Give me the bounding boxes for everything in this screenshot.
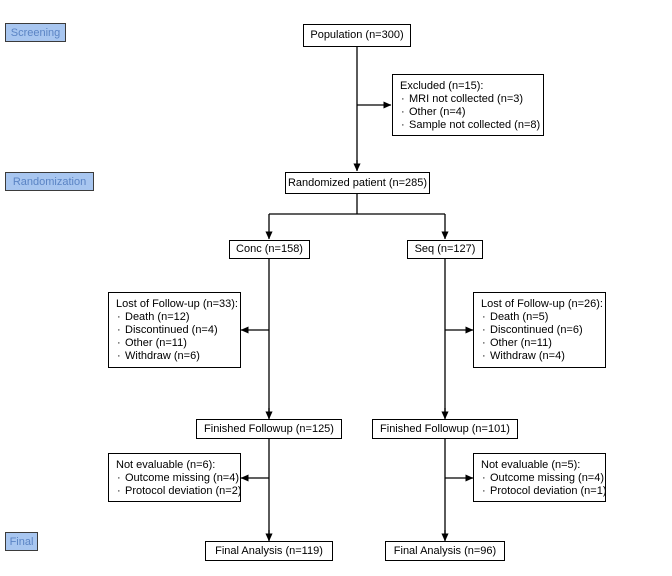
node-not-evaluable-seq-head: Not evaluable (n=5): <box>481 459 581 471</box>
node-lost-followup-seq-item-3: · Other (n=11) <box>481 337 599 350</box>
bullet-icon: · <box>482 485 486 497</box>
node-finished-followup-conc: Finished Followup (n=125) <box>196 419 342 439</box>
node-excluded-item-3: · Sample not collected (n=8) <box>400 119 541 132</box>
bullet-icon: · <box>482 311 486 323</box>
node-lost-followup-seq-item-2: · Discontinued (n=6) <box>481 324 599 337</box>
node-lost-followup-seq-head: Lost of Follow-up (n=26): <box>481 298 603 310</box>
node-excluded-item-1-text: MRI not collected (n=3) <box>409 93 524 105</box>
node-lost-followup-conc-item-1-text: Death (n=12) <box>125 311 190 323</box>
node-not-evaluable-conc-item-2-text: Protocol deviation (n=2) <box>125 485 242 497</box>
node-excluded: Excluded (n=15): · MRI not collected (n=3… <box>392 74 544 136</box>
stage-label-randomization: Randomization <box>5 172 94 191</box>
node-not-evaluable-seq-item-2-text: Protocol deviation (n=1) <box>490 485 607 497</box>
node-lost-followup-conc-item-4-text: Withdraw (n=6) <box>125 350 200 362</box>
bullet-icon: · <box>482 337 486 349</box>
bullet-icon: · <box>117 472 121 484</box>
node-arm-seq: Seq (n=127) <box>407 240 483 259</box>
node-excluded-item-3-text: Sample not collected (n=8) <box>409 119 541 131</box>
bullet-icon: · <box>117 350 121 362</box>
node-lost-followup-seq-item-4: · Withdraw (n=4) <box>481 350 599 363</box>
node-final-analysis-seq: Final Analysis (n=96) <box>385 541 505 561</box>
node-lost-followup-seq-item-3-text: Other (n=11) <box>490 337 552 349</box>
node-lost-followup-seq-item-4-text: Withdraw (n=4) <box>490 350 565 362</box>
node-not-evaluable-seq-item-2: · Protocol deviation (n=1) <box>481 485 606 498</box>
node-lost-followup-conc-item-4: · Withdraw (n=6) <box>116 350 234 363</box>
node-lost-followup-seq-item-1: · Death (n=5) <box>481 311 599 324</box>
node-excluded-head: Excluded (n=15): <box>400 80 484 92</box>
stage-label-final: Final <box>5 532 38 551</box>
bullet-icon: · <box>482 472 486 484</box>
node-excluded-item-1: · MRI not collected (n=3) <box>400 93 537 106</box>
node-excluded-item-2-text: Other (n=4) <box>409 106 466 118</box>
node-lost-followup-conc-item-2-text: Discontinued (n=4) <box>125 324 218 336</box>
node-not-evaluable-seq: Not evaluable (n=5): · Outcome missing (n… <box>473 453 606 502</box>
node-not-evaluable-seq-item-1-text: Outcome missing (n=4) <box>490 472 605 484</box>
node-final-analysis-conc: Final Analysis (n=119) <box>205 541 333 561</box>
node-lost-followup-conc-item-3-text: Other (n=11) <box>125 337 187 349</box>
node-lost-followup-conc-head: Lost of Follow-up (n=33): <box>116 298 238 310</box>
node-not-evaluable-conc-item-1-text: Outcome missing (n=4) <box>125 472 240 484</box>
node-lost-followup-conc-item-2: · Discontinued (n=4) <box>116 324 234 337</box>
node-not-evaluable-seq-item-1: · Outcome missing (n=4) <box>481 472 604 485</box>
bullet-icon: · <box>117 324 121 336</box>
bullet-icon: · <box>117 337 121 349</box>
stage-label-screening: Screening <box>5 23 66 42</box>
node-lost-followup-conc-item-1: · Death (n=12) <box>116 311 234 324</box>
node-finished-followup-seq: Finished Followup (n=101) <box>372 419 518 439</box>
bullet-icon: · <box>401 106 405 118</box>
bullet-icon: · <box>401 93 405 105</box>
node-population: Population (n=300) <box>303 24 411 47</box>
node-not-evaluable-conc-head: Not evaluable (n=6): <box>116 459 216 471</box>
node-lost-followup-seq: Lost of Follow-up (n=26): · Death (n=5) ·… <box>473 292 606 368</box>
bullet-icon: · <box>482 350 486 362</box>
node-randomized-patient: Randomized patient (n=285) <box>285 172 430 194</box>
node-excluded-item-2: · Other (n=4) <box>400 106 537 119</box>
bullet-icon: · <box>401 119 405 131</box>
node-not-evaluable-conc-item-2: · Protocol deviation (n=2) <box>116 485 241 498</box>
node-lost-followup-seq-item-2-text: Discontinued (n=6) <box>490 324 583 336</box>
node-lost-followup-conc-item-3: · Other (n=11) <box>116 337 234 350</box>
node-arm-conc: Conc (n=158) <box>229 240 310 259</box>
node-lost-followup-seq-item-1-text: Death (n=5) <box>490 311 549 323</box>
node-not-evaluable-conc: Not evaluable (n=6): · Outcome missing (n… <box>108 453 241 502</box>
node-not-evaluable-conc-item-1: · Outcome missing (n=4) <box>116 472 239 485</box>
bullet-icon: · <box>482 324 486 336</box>
node-lost-followup-conc: Lost of Follow-up (n=33): ·Death (n=12) … <box>108 292 241 368</box>
bullet-icon: · <box>117 311 121 323</box>
bullet-icon: · <box>117 485 121 497</box>
